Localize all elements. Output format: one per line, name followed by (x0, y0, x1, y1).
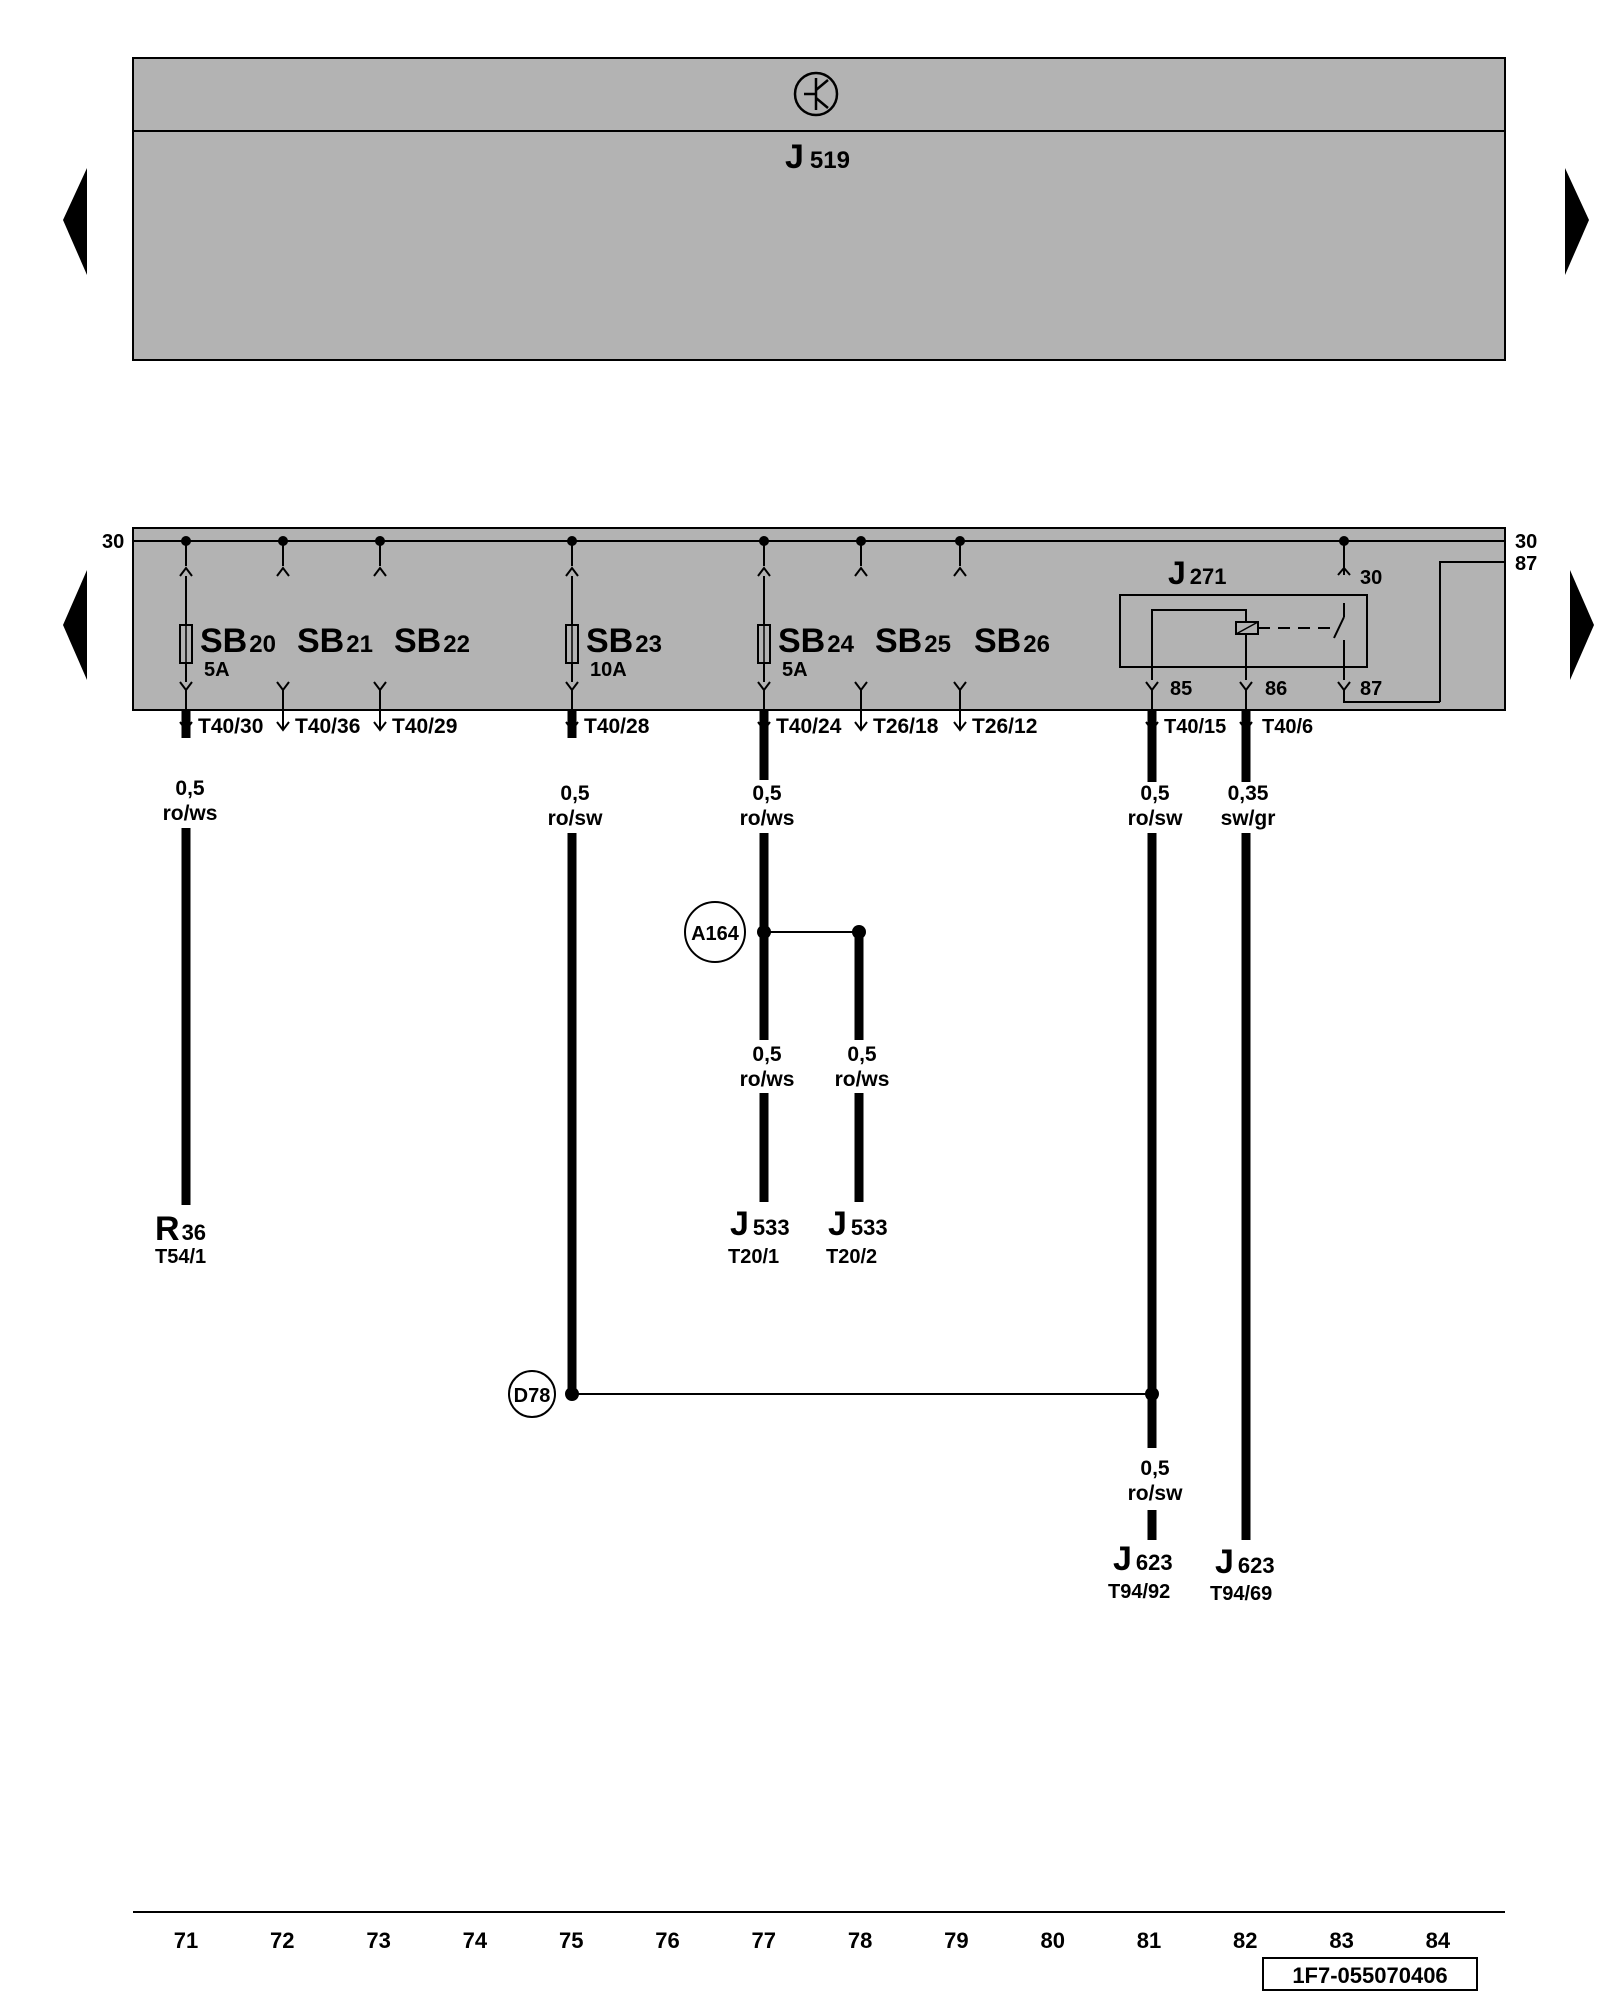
wire-segments (181, 710, 1251, 1540)
grid-numbers: 71 72 73 74 75 76 77 78 79 80 81 82 83 84 (174, 1928, 1451, 1953)
wire-labels: 0,5 ro/ws 0,5 ro/sw 0,5 ro/ws 0,5 ro/ws … (163, 777, 1276, 1505)
term-87-right: 87 (1515, 553, 1537, 575)
nav-right-arrow-top[interactable] (1565, 168, 1589, 275)
wire-size-label: 0,5 (175, 777, 205, 800)
splice-d78: D78 (508, 1370, 556, 1418)
fuse-connector-label: T40/29 (392, 715, 457, 738)
grid-number: 77 (752, 1928, 776, 1953)
term-30-right: 30 (1515, 531, 1537, 553)
grid-number: 84 (1426, 1928, 1451, 1953)
fuse-label: SB26 (974, 622, 1050, 660)
nav-right-arrow-bottom[interactable] (1570, 570, 1594, 680)
svg-text:D78: D78 (514, 1385, 551, 1407)
fuse-box: 30 30 87 (102, 527, 1537, 711)
grid-number: 76 (655, 1928, 679, 1953)
component-pin: T20/2 (826, 1246, 877, 1268)
grid-number: 74 (463, 1928, 488, 1953)
grid-number: 83 (1329, 1928, 1353, 1953)
fuse-label: SB22 (394, 622, 470, 660)
grid-number: 80 (1040, 1928, 1064, 1953)
wire-size-label: 0,5 (1140, 782, 1170, 805)
grid-number: 75 (559, 1928, 583, 1953)
component-pin: T20/1 (728, 1246, 779, 1268)
wire-color-label: sw/gr (1221, 807, 1276, 830)
fuse-connector-label: T26/18 (873, 715, 939, 738)
fuse-connector-label: T40/28 (584, 715, 650, 738)
grid-number: 82 (1233, 1928, 1257, 1953)
fuse-connector-label: T40/30 (198, 715, 263, 738)
wire-color-label: ro/sw (1128, 1482, 1184, 1505)
fuse-label: SB23 (586, 622, 662, 660)
wire-size-label: 0,5 (752, 1043, 782, 1066)
fuse-label: SB24 (778, 622, 855, 660)
wire-color-label: ro/sw (1128, 807, 1184, 830)
grid-number: 72 (270, 1928, 294, 1953)
relay-pin-30: 30 (1360, 567, 1382, 589)
conn-t40-15: T40/15 (1164, 716, 1226, 738)
grid-number: 71 (174, 1928, 198, 1953)
wire-size-label: 0,5 (560, 782, 590, 805)
component-r36: R36 (155, 1210, 206, 1248)
fuse-rating: 5A (782, 659, 808, 681)
wire-color-label: ro/ws (835, 1068, 890, 1091)
fuse-connector-label: T26/12 (972, 715, 1037, 738)
wire-size-label: 0,5 (1140, 1457, 1170, 1480)
nav-left-arrow-top[interactable] (63, 168, 87, 275)
grid-number: 73 (366, 1928, 390, 1953)
conn-t40-6: T40/6 (1262, 716, 1313, 738)
fuse-label: SB20 (200, 622, 276, 660)
relay-pin-85: 85 (1170, 678, 1192, 700)
wire-color-label: ro/ws (163, 802, 218, 825)
fuse-connector-label: T40/24 (776, 715, 842, 738)
nav-left-arrow-bottom[interactable] (63, 570, 87, 680)
wire-size-label: 0,5 (847, 1043, 877, 1066)
svg-text:1F7-055070406: 1F7-055070406 (1292, 1963, 1447, 1988)
grid-number: 81 (1137, 1928, 1161, 1953)
diagram-id-box: 1F7-055070406 (1262, 1957, 1478, 1991)
wire-color-label: ro/sw (548, 807, 604, 830)
relay-pin-86: 86 (1265, 678, 1287, 700)
wire-color-label: ro/ws (740, 807, 795, 830)
fuse-connector-label: T40/36 (295, 715, 360, 738)
grid-number: 79 (944, 1928, 968, 1953)
fuse-rating: 5A (204, 659, 230, 681)
svg-text:A164: A164 (691, 923, 740, 945)
wire-size-label: 0,5 (752, 782, 782, 805)
splice-a164: A164 (684, 901, 746, 963)
component-pin: T54/1 (155, 1246, 206, 1268)
transistor-icon (793, 71, 839, 117)
wire-size-label: 0,35 (1228, 782, 1269, 805)
component-pin: T94/92 (1108, 1581, 1170, 1603)
fuse-label: SB25 (875, 622, 951, 660)
fuse-rating: 10A (590, 659, 627, 681)
relay-pin-87: 87 (1360, 678, 1382, 700)
grid-number: 78 (848, 1928, 872, 1953)
fuse-label: SB21 (297, 622, 373, 660)
wire-color-label: ro/ws (740, 1068, 795, 1091)
term-30-left: 30 (102, 531, 124, 553)
component-pin: T94/69 (1210, 1583, 1272, 1605)
